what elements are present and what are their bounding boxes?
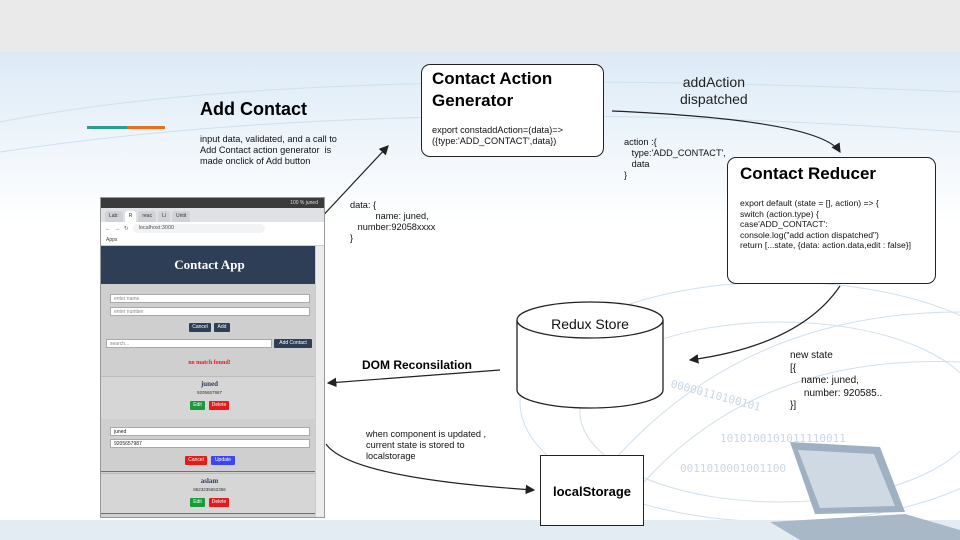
card-divider: [101, 471, 318, 472]
reducer-code: export default (state = [], action) => {…: [740, 198, 912, 251]
accent-bar-orange: [127, 126, 165, 129]
page-title: Add Contact: [200, 99, 307, 119]
browser-tab[interactable]: Lab:: [105, 211, 123, 222]
card-divider: [101, 513, 318, 514]
browser-tab-active[interactable]: R: [124, 211, 137, 222]
scrollbar[interactable]: [315, 246, 324, 517]
number-input[interactable]: enter number: [110, 307, 310, 316]
action-generator-box: Contact Action Generator export constadd…: [421, 64, 604, 157]
contact-card: juned 9205657987 Edit Delete: [101, 376, 318, 419]
contact-number: 8623235652356: [193, 487, 226, 492]
localstorage-label: localStorage: [552, 484, 632, 499]
action-payload: action :{ type:'ADD_CONTACT', data }: [624, 137, 726, 180]
action-generator-title-2: Generator: [432, 91, 514, 110]
edit-cancel-button[interactable]: Cancel: [185, 456, 207, 465]
new-state: new state [{ name: juned, number: 920585…: [790, 350, 883, 411]
app-title: Contact App: [101, 246, 318, 284]
localstorage-box: [540, 455, 644, 526]
edit-number-input[interactable]: 9205657987: [110, 439, 310, 448]
action-generator-title-1: Contact Action: [432, 69, 553, 88]
name-input[interactable]: enter name: [110, 294, 310, 303]
data-payload: data: { name: juned, number:92058xxxx }: [350, 200, 436, 243]
svg-text:0011010001001100: 0011010001001100: [680, 462, 786, 475]
top-band: [0, 0, 960, 52]
contact-app: Contact App enter name enter number Canc…: [101, 246, 318, 517]
browser-tab[interactable]: Untit: [172, 211, 191, 222]
bookmarks-bar: Apps: [101, 235, 324, 246]
add-contact-button[interactable]: Add Contact: [274, 339, 312, 348]
forward-icon[interactable]: →: [114, 225, 121, 232]
contact-name: aslam: [200, 477, 219, 485]
add-button[interactable]: Add: [214, 323, 230, 332]
edit-name-input[interactable]: juned: [110, 427, 310, 436]
back-icon[interactable]: ←: [105, 225, 111, 232]
dispatch-label: addAction dispatched: [680, 74, 748, 107]
arrow-store-to-dom: [326, 369, 501, 388]
contact-card: aslam 8623235652356 Edit Delete: [101, 473, 318, 514]
accent-bar-teal: [87, 126, 127, 129]
localstorage-note: when component is updated , current stat…: [366, 429, 487, 461]
delete-button[interactable]: Delete: [209, 498, 229, 507]
cancel-button[interactable]: Cancel: [189, 323, 211, 332]
browser-tabs: Lab: R reac Li Untit: [101, 208, 324, 222]
edit-button[interactable]: Edit: [190, 498, 205, 507]
arrow-generator-to-reducer: [611, 110, 841, 154]
reducer-title: Contact Reducer: [740, 164, 877, 183]
url-input[interactable]: localhost:3000: [132, 224, 265, 233]
redux-store-cylinder: [516, 301, 664, 409]
contact-name: juned: [200, 380, 219, 388]
action-generator-code: export constaddAction=(data)=> ({type:'A…: [432, 125, 564, 146]
system-bar: 100 % juned: [101, 198, 324, 208]
dom-reconciliation-label: DOM Reconsilation: [362, 358, 473, 372]
reload-icon[interactable]: ↻: [124, 225, 129, 232]
apps-bookmark[interactable]: Apps: [106, 237, 118, 243]
no-match-message: no match found!: [188, 360, 231, 366]
app-screenshot: 100 % juned Lab: R reac Li Untit ← → ↻ l…: [100, 197, 325, 518]
add-contact-description: input data, validated, and a call to Add…: [200, 134, 337, 166]
update-button[interactable]: Update: [211, 456, 235, 465]
delete-button[interactable]: Delete: [209, 401, 229, 410]
svg-text:1010100101011110011: 1010100101011110011: [720, 432, 846, 445]
edit-button[interactable]: Edit: [190, 401, 205, 410]
contact-number: 9205657987: [196, 390, 223, 395]
contact-reducer-box: Contact Reducer export default (state = …: [727, 157, 936, 284]
browser-tab[interactable]: Li: [158, 211, 170, 222]
url-bar: ← → ↻ localhost:3000: [101, 222, 324, 235]
browser-tab[interactable]: reac: [138, 211, 157, 222]
arrow-dom-to-localstorage: [325, 443, 536, 495]
redux-store-label: Redux Store: [551, 316, 629, 332]
search-input[interactable]: search...: [106, 339, 272, 348]
arrow-reducer-to-store: [688, 285, 841, 364]
